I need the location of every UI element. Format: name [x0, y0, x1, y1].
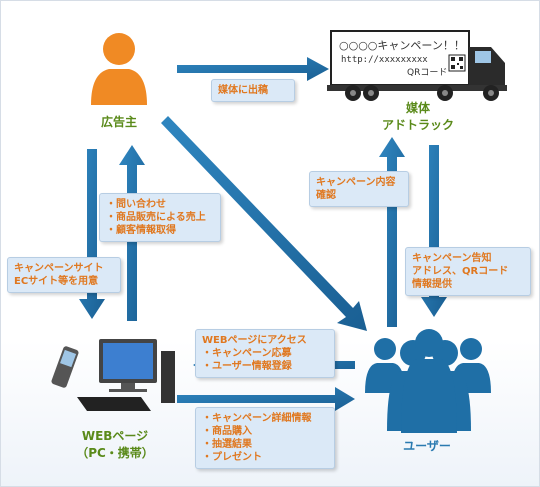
webpage-label-line: （PC・携帯）	[76, 446, 154, 460]
flow-line: キャンペーン内容	[316, 177, 396, 188]
arrow-web-to-users	[177, 387, 355, 411]
flow-line: ・顧客情報取得	[106, 225, 176, 236]
advertiser-label: 広告主	[100, 115, 137, 129]
flow-line: キャンペーン告知	[412, 253, 492, 264]
flow-line: ECサイト等を用意	[14, 276, 99, 287]
flow-web-to-user: ・キャンペーン詳細情報 ・商品購入 ・抽選結果 ・プレゼント	[195, 407, 335, 469]
media-label-line: アドトラック	[381, 118, 454, 132]
users-label: ユーザー	[403, 439, 451, 453]
flow-line: ・商品購入	[202, 426, 252, 437]
flow-line: キャンペーンサイト	[14, 263, 104, 274]
media-label-line: 媒体	[405, 101, 430, 115]
flow-user-to-web: WEBページにアクセス ・キャンペーン応募 ・ユーザー情報登録	[195, 329, 335, 378]
flow-media-to-user: キャンペーン告知 アドレス、QRコード 情報提供	[405, 247, 531, 296]
flow-line: ・プレゼント	[202, 452, 262, 463]
pc-and-phone-icon	[51, 339, 175, 411]
arrow-advertiser-to-media	[177, 57, 329, 81]
webpage-label-line: WEBページ	[81, 429, 149, 443]
flow-line: ・キャンペーン詳細情報	[202, 413, 312, 424]
advertiser-person-icon	[91, 33, 147, 105]
flow-web-to-advertiser: ・問い合わせ ・商品販売による売上 ・顧客情報取得	[99, 193, 221, 242]
truck-icon	[327, 30, 507, 101]
qr-code-icon	[448, 54, 466, 72]
truck-qr-label: QRコード	[407, 68, 448, 78]
flow-advertiser-to-web: キャンペーンサイト ECサイト等を用意	[7, 257, 121, 293]
arrow-advertiser-to-users	[161, 116, 367, 331]
webpage-label: WEBページ （PC・携帯）	[65, 427, 165, 461]
users-group-icon	[365, 329, 491, 433]
truck-headline: ○○○○キャンペーン！！	[339, 39, 465, 52]
flow-line: ・問い合わせ	[106, 199, 166, 210]
flow-line: ・キャンペーン応募	[202, 348, 292, 359]
flow-line: ・ユーザー情報登録	[202, 361, 292, 372]
arrow-advertiser-to-web	[79, 149, 105, 319]
flow-line: ・商品販売による売上	[106, 212, 206, 223]
flow-line: 媒体に出稿	[218, 85, 268, 96]
flow-user-to-media: キャンペーン内容 確認	[309, 171, 409, 207]
flow-line: 確認	[316, 190, 336, 201]
flow-line: 情報提供	[412, 279, 452, 290]
media-label: 媒体 アドトラック	[363, 99, 473, 133]
flow-line: ・抽選結果	[202, 439, 252, 450]
flow-line: アドレス、QRコード	[412, 266, 509, 277]
arrow-media-to-users	[421, 145, 447, 317]
truck-url: http://xxxxxxxxx	[341, 55, 428, 65]
flow-advertiser-to-media: 媒体に出稿	[211, 79, 295, 102]
arrow-users-to-media	[379, 137, 405, 327]
flow-line: WEBページにアクセス	[202, 335, 307, 346]
